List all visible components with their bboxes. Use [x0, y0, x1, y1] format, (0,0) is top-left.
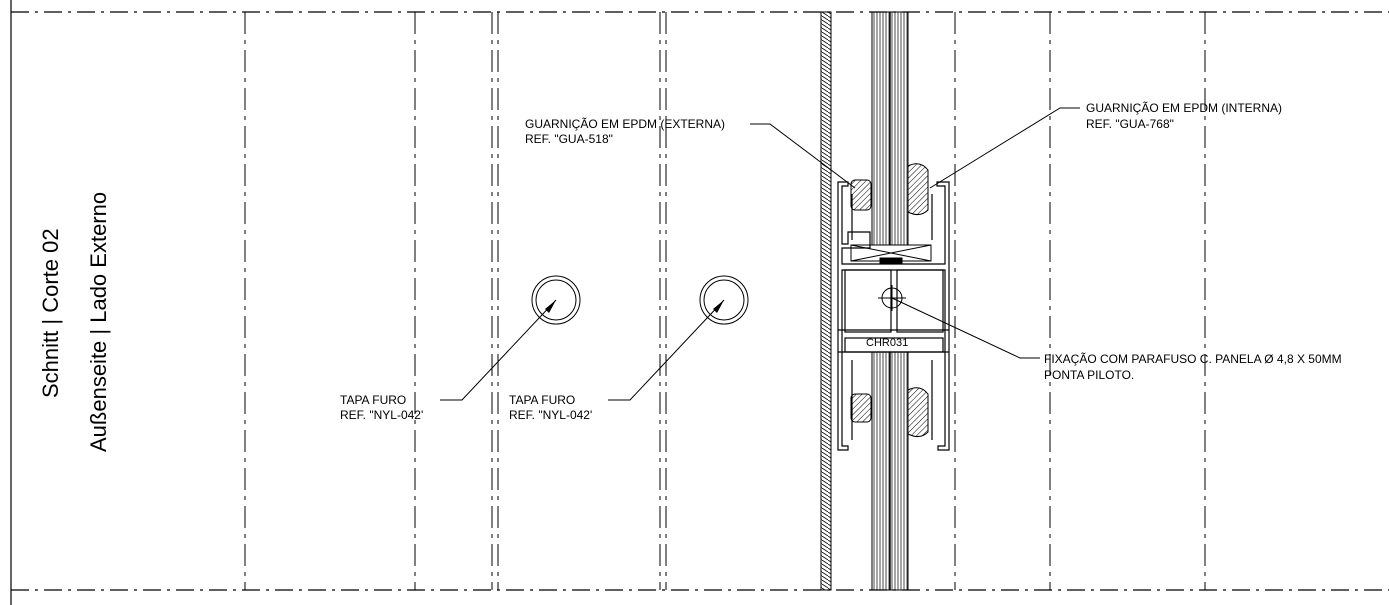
fixing-label: FIXAÇÃO COM PARAFUSO C. PANELA Ø 4,8 X 5… [1044, 352, 1342, 366]
hole-cap-2-label: TAPA FURO [509, 393, 576, 407]
sheet-border [10, 0, 1389, 605]
gasket-external-ref: REF. "GUA-518" [525, 132, 613, 146]
hole-cap-1 [531, 275, 581, 325]
glass-pane-upper [871, 11, 909, 246]
section-title: Schnitt | Corte 02 [38, 228, 63, 398]
leader-lines [440, 107, 1080, 401]
fixing-label-2: PONTA PILOTO. [1044, 368, 1135, 382]
gasket-internal-label: GUARNIÇÃO EM EPDM (INTERNA) [1086, 101, 1283, 115]
gasket-internal-lower [907, 387, 929, 438]
gasket-internal-ref: REF. "GUA-768" [1086, 117, 1174, 131]
gasket-internal-upper [907, 163, 929, 216]
profile-code: CHR031 [866, 337, 909, 349]
grid-lines [244, 12, 1206, 590]
hole-cap-1-ref: REF. "NYL-042' [340, 408, 424, 422]
gasket-external-lower [850, 393, 872, 423]
hole-cap-2-ref: REF. "NYL-042' [509, 408, 593, 422]
gasket-external-upper [850, 179, 872, 211]
leader-arrows [545, 300, 724, 313]
hole-cap-2 [699, 275, 749, 325]
section-subtitle: Außenseite | Lado Externo [86, 191, 111, 452]
hole-cap-1-label: TAPA FURO [340, 393, 407, 407]
anchor-strip [820, 11, 832, 591]
glass-pane-lower [871, 351, 909, 591]
gasket-external-label: GUARNIÇÃO EM EPDM (EXTERNA) [525, 117, 726, 131]
setting-block [850, 244, 932, 265]
aluminium-profile [837, 181, 950, 451]
